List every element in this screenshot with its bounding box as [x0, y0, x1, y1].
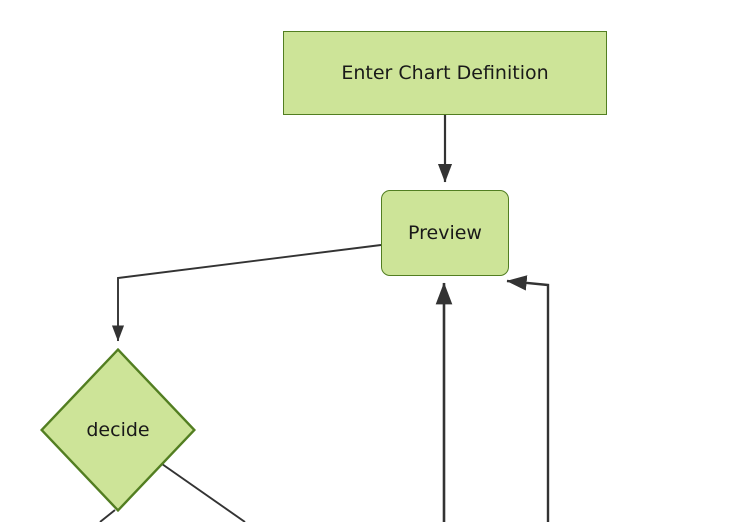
diamond-shape: [40, 348, 196, 512]
node-label-preview: Preview: [408, 221, 482, 244]
node-preview[interactable]: Preview: [381, 190, 509, 276]
edge-decide-branch-right: [161, 463, 246, 522]
edge-decide-branch-left: [99, 509, 116, 522]
node-enter-chart-definition[interactable]: Enter Chart Definition: [283, 31, 607, 115]
node-decide[interactable]: decide: [40, 348, 196, 512]
node-label-enter-chart-definition: Enter Chart Definition: [341, 61, 549, 84]
edge-return-right-to-preview: [506, 275, 550, 522]
edge-preview-to-decide: [111, 244, 382, 342]
